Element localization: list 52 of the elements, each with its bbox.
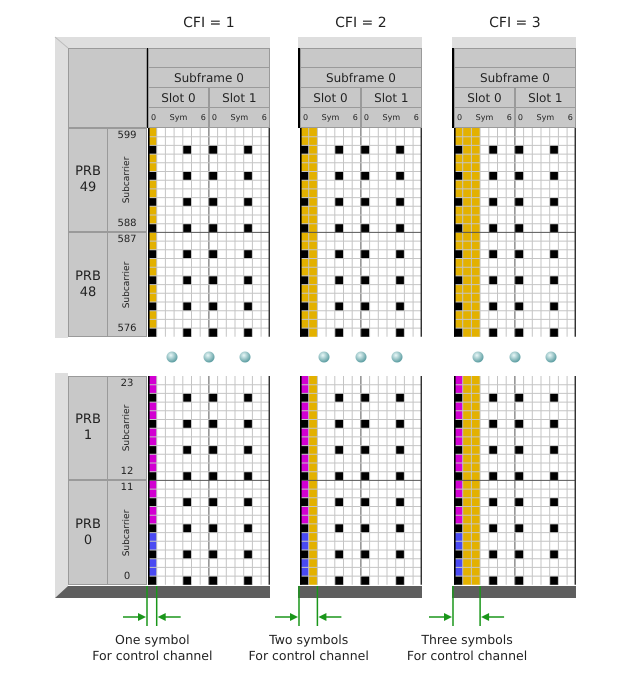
axis-label: Subcarrier <box>122 509 132 556</box>
symbol-count-label: Two symbols <box>269 632 348 648</box>
row-header: PRB 0 <box>68 480 108 585</box>
axis-label: Subcarrier <box>122 156 132 204</box>
subcarrier-number: 23 <box>120 378 134 390</box>
axis-label: Sym <box>536 112 554 124</box>
subcarrier-number: 588 <box>116 218 138 230</box>
subcarrier-number: 0 <box>122 570 132 583</box>
symbol-number: 0 <box>364 112 369 124</box>
subcarrier-number: 587 <box>116 234 138 246</box>
panel-title: CFI = 1 <box>182 14 236 32</box>
column-header: Slot 0 <box>148 87 209 108</box>
symbol-number: 6 <box>352 112 358 124</box>
axis-label: Subcarrier <box>122 261 132 308</box>
panel-title: CFI = 3 <box>488 14 542 32</box>
symbol-number: 6 <box>200 112 206 124</box>
symbol-number: 6 <box>568 112 573 124</box>
subcarrier-number: 12 <box>120 466 134 478</box>
axis-label: Sym <box>322 112 340 124</box>
column-header: Subframe 0 <box>148 67 270 88</box>
subcarrier-number: 576 <box>116 322 138 335</box>
axis-label: Subcarrier <box>122 404 132 452</box>
column-header: Slot 1 <box>514 87 576 108</box>
symbol-count-label: For control channel <box>248 648 369 664</box>
axis-label: Sym <box>476 112 494 124</box>
symbol-number: 0 <box>151 112 156 124</box>
subcarrier-number: 599 <box>116 130 138 142</box>
symbol-count-label: One symbol <box>115 632 190 648</box>
symbol-count-label: For control channel <box>92 648 212 664</box>
symbol-number: 0 <box>518 112 523 124</box>
row-header: PRB 48 <box>68 232 108 337</box>
symbol-number: 6 <box>414 112 419 124</box>
axis-label: Sym <box>170 112 188 124</box>
panel-title: CFI = 2 <box>334 14 388 32</box>
subcarrier-number: 11 <box>120 482 134 494</box>
axis-label: Sym <box>382 112 400 124</box>
symbol-count-label: Three symbols <box>421 632 513 648</box>
column-header: Slot 0 <box>454 87 515 108</box>
row-header: PRB 49 <box>68 128 108 232</box>
row-header: PRB 1 <box>68 376 108 480</box>
symbol-number: 0 <box>457 112 462 124</box>
symbol-count-label: For control channel <box>406 648 528 664</box>
symbol-number: 0 <box>303 112 308 124</box>
symbol-number: 0 <box>212 112 217 124</box>
column-header: Slot 0 <box>300 87 361 108</box>
axis-label: Sym <box>230 112 248 124</box>
column-header: Subframe 0 <box>300 67 422 88</box>
column-header: Slot 1 <box>360 87 422 108</box>
symbol-number: 6 <box>262 112 267 124</box>
column-header: Slot 1 <box>208 87 270 108</box>
symbol-number: 6 <box>506 112 512 124</box>
column-header: Subframe 0 <box>454 67 576 88</box>
